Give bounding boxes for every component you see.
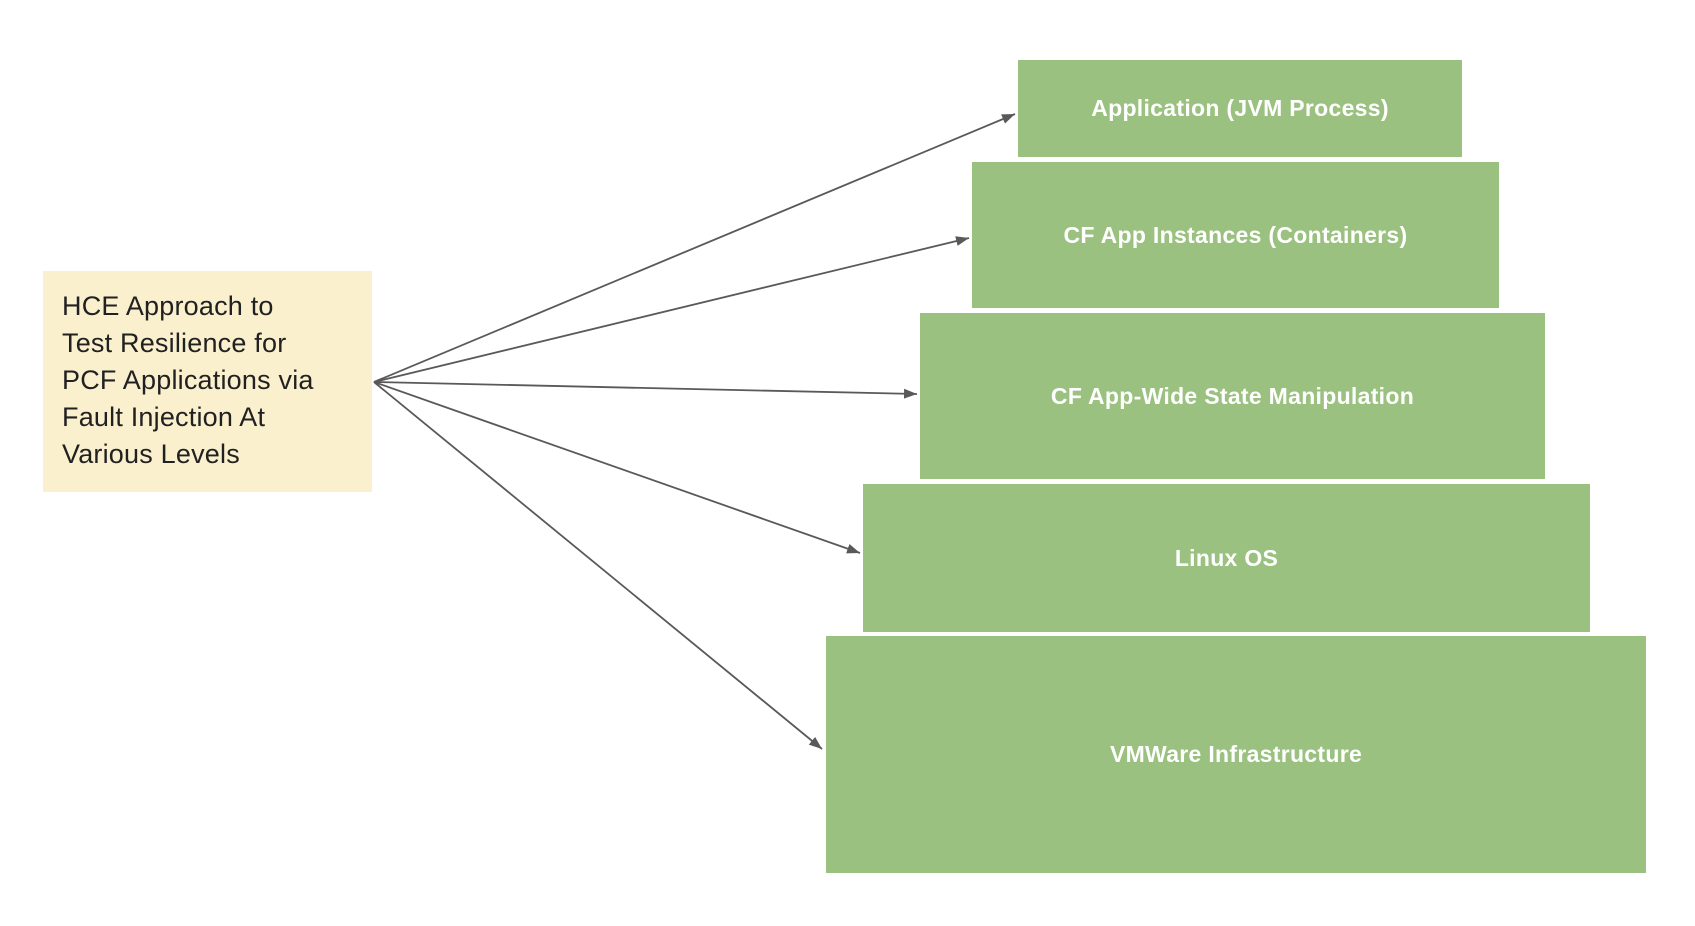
level-label: CF App Instances (Containers): [1063, 221, 1408, 248]
level-label: VMWare Infrastructure: [1109, 741, 1363, 767]
level-vmware-infrastructure: VMWare Infrastructure: [826, 636, 1646, 873]
level-label: Application (JVM Process): [1091, 95, 1389, 121]
source-node-line: HCE Approach to: [62, 291, 274, 321]
level-label: Linux OS: [1174, 544, 1279, 571]
arrow-to-linux-os: [373, 381, 861, 554]
source-node-line: Various Levels: [62, 439, 240, 469]
level-label: CF App-Wide State Manipulation: [1050, 382, 1415, 409]
arrow-to-vmware-infrastructure: [373, 381, 823, 750]
level-linux-os: Linux OS: [863, 484, 1590, 632]
level-application: Application (JVM Process): [1018, 60, 1462, 157]
source-node: HCE Approach to Test Resilience for PCF …: [43, 271, 372, 492]
source-node-line: Test Resilience for: [62, 328, 287, 358]
arrow-to-application: [373, 113, 1016, 383]
level-cf-app-instances: CF App Instances (Containers): [972, 162, 1499, 308]
source-node-line: Fault Injection At: [62, 402, 266, 432]
level-cf-app-wide-state: CF App-Wide State Manipulation: [920, 313, 1545, 479]
source-node-line: PCF Applications via: [62, 365, 314, 395]
arrow-to-cf-app-wide-state: [373, 381, 918, 399]
arrow-to-cf-app-instances: [373, 236, 970, 383]
